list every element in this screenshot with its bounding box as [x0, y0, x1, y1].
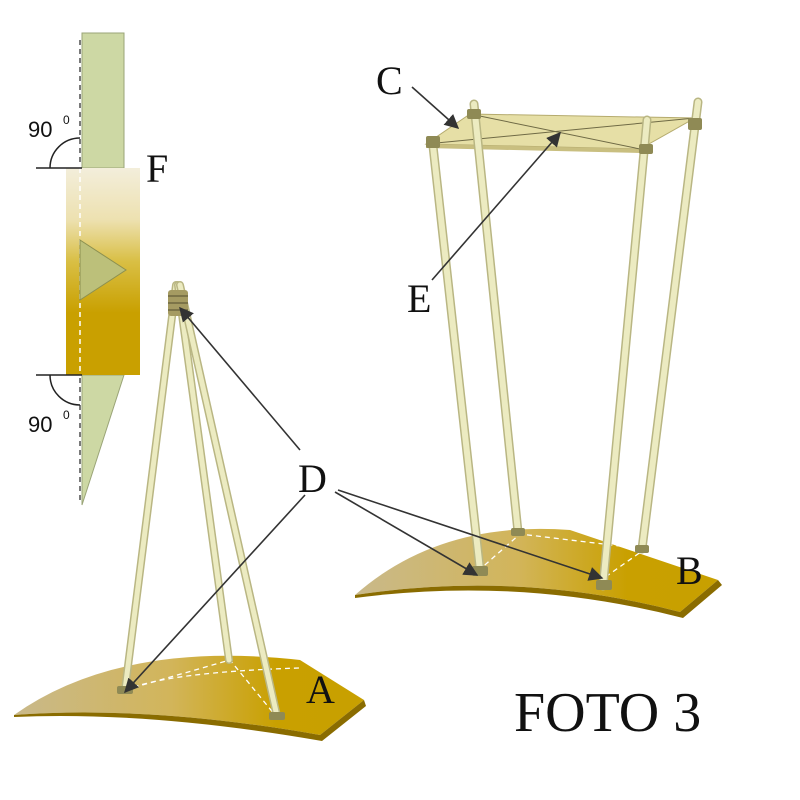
arrow-d-to-tripod-top: [179, 306, 301, 451]
arrow-d-to-frame-foot-2: [337, 489, 604, 581]
board-a-edge: [14, 700, 366, 741]
figure-title: FOTO 3: [514, 682, 701, 744]
frame-b-foot-knot: [596, 580, 612, 590]
board-b-dashes: [477, 533, 647, 579]
triangle-marker: [79, 239, 127, 301]
frame-b-corner-lashing: [467, 109, 481, 119]
board-b-edge: [355, 580, 722, 618]
board-b: [355, 528, 718, 612]
label-b: B: [676, 548, 703, 593]
arrow-d-to-tripod-foot: [124, 494, 306, 694]
arrow-d-to-frame-foot-1: [334, 491, 479, 576]
frame-b-corner-lashing: [639, 144, 653, 154]
frame-b-leg-3: [639, 99, 701, 552]
frame-b-foot-knot: [472, 566, 488, 576]
frame-b-foot-knot: [635, 545, 649, 553]
strip-f-figure: 90 0 90 0 F: [28, 32, 168, 506]
top-angle-arc: [49, 137, 81, 169]
arrow-c-to-platform: [411, 86, 460, 129]
bottom-angle-unit: 0: [63, 408, 70, 422]
tripod-a-foot-knot: [269, 712, 285, 720]
frame-b-leg-1: [430, 143, 483, 573]
label-a: A: [306, 667, 335, 712]
lower-green-taper: [81, 374, 125, 506]
tripod-a-figure: A: [14, 281, 366, 741]
platform-cross-2: [469, 113, 641, 150]
frame-b-leg-2: [471, 101, 521, 535]
frame-b-leg-4: [600, 117, 650, 589]
tripod-a-stick-1: [122, 282, 179, 693]
tripod-a-stick-2: [175, 282, 232, 663]
upper-green-strip: [81, 32, 125, 169]
arrow-e-to-crossbar: [431, 131, 561, 281]
top-angle-unit: 0: [63, 113, 70, 127]
frame-b-foot-knot: [511, 528, 525, 536]
tripod-a-stick-3: [177, 282, 280, 719]
label-d: D: [298, 456, 327, 501]
frame-b-corner-lashing: [426, 136, 440, 148]
tripod-a-foot-knot: [117, 686, 133, 694]
frame-b-corner-lashing: [688, 118, 702, 130]
label-f: F: [146, 146, 168, 191]
pointer-arrows: [124, 86, 604, 694]
label-c: C: [376, 58, 403, 103]
bottom-angle-arc: [49, 374, 81, 406]
bottom-angle-value: 90: [28, 412, 52, 437]
frame-b-figure: B C E: [355, 58, 722, 618]
top-angle-value: 90: [28, 117, 52, 142]
label-e: E: [407, 276, 431, 321]
